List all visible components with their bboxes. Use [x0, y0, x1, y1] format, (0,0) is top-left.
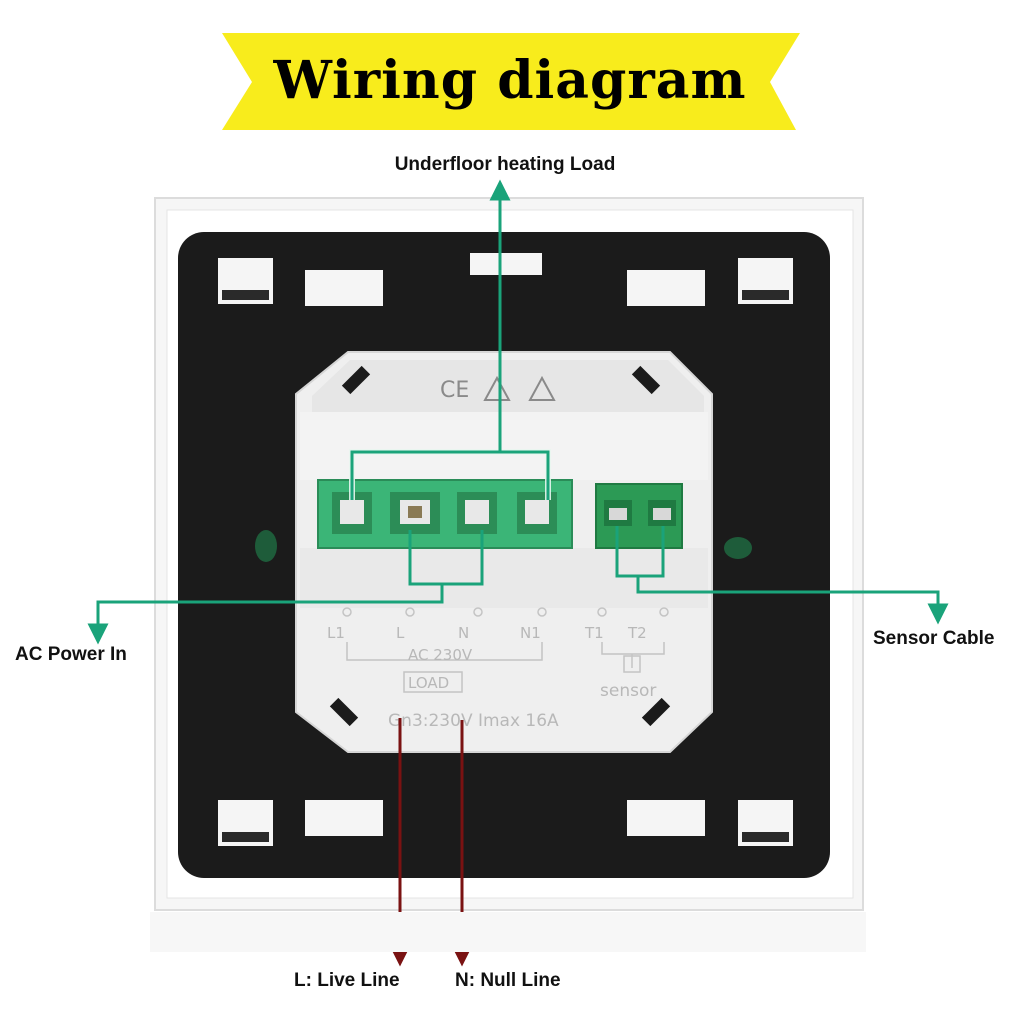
- rating-marking: Gn3:230V Imax 16A: [388, 711, 559, 731]
- side-led-left: [255, 530, 277, 562]
- warning-triangle-icon-2: [528, 375, 556, 401]
- null-line-label: N: Null Line: [455, 970, 561, 991]
- ac-power-guide-lines: [87, 530, 484, 645]
- svg-text:L1: L1: [327, 624, 345, 642]
- printed-terminal-diagram: [342, 607, 669, 693]
- load-label: Underfloor heating Load: [394, 154, 616, 175]
- svg-text:N: N: [458, 624, 469, 642]
- svg-text:T2: T2: [627, 624, 647, 642]
- svg-text:T1: T1: [584, 624, 604, 642]
- page-title: Wiring diagram: [273, 49, 747, 111]
- side-led-right: [724, 537, 752, 559]
- live-line-label: L: Live Line: [294, 970, 400, 991]
- title-banner: [222, 33, 800, 130]
- voltage-marking: AC 230V: [408, 646, 473, 664]
- svg-text:L: L: [396, 624, 405, 642]
- sensor-marking: sensor: [600, 681, 656, 701]
- warning-triangle-icon: [483, 375, 511, 401]
- load-marking: LOAD: [408, 674, 449, 692]
- svg-text:N1: N1: [520, 624, 541, 642]
- ac-power-label: AC Power In: [15, 644, 127, 665]
- sensor-guide-lines: [615, 526, 949, 625]
- load-terminal-block: [317, 479, 573, 549]
- sensor-terminal-block: [595, 483, 683, 549]
- sensor-cable-label: Sensor Cable: [873, 628, 995, 649]
- ce-mark: CE: [440, 378, 469, 403]
